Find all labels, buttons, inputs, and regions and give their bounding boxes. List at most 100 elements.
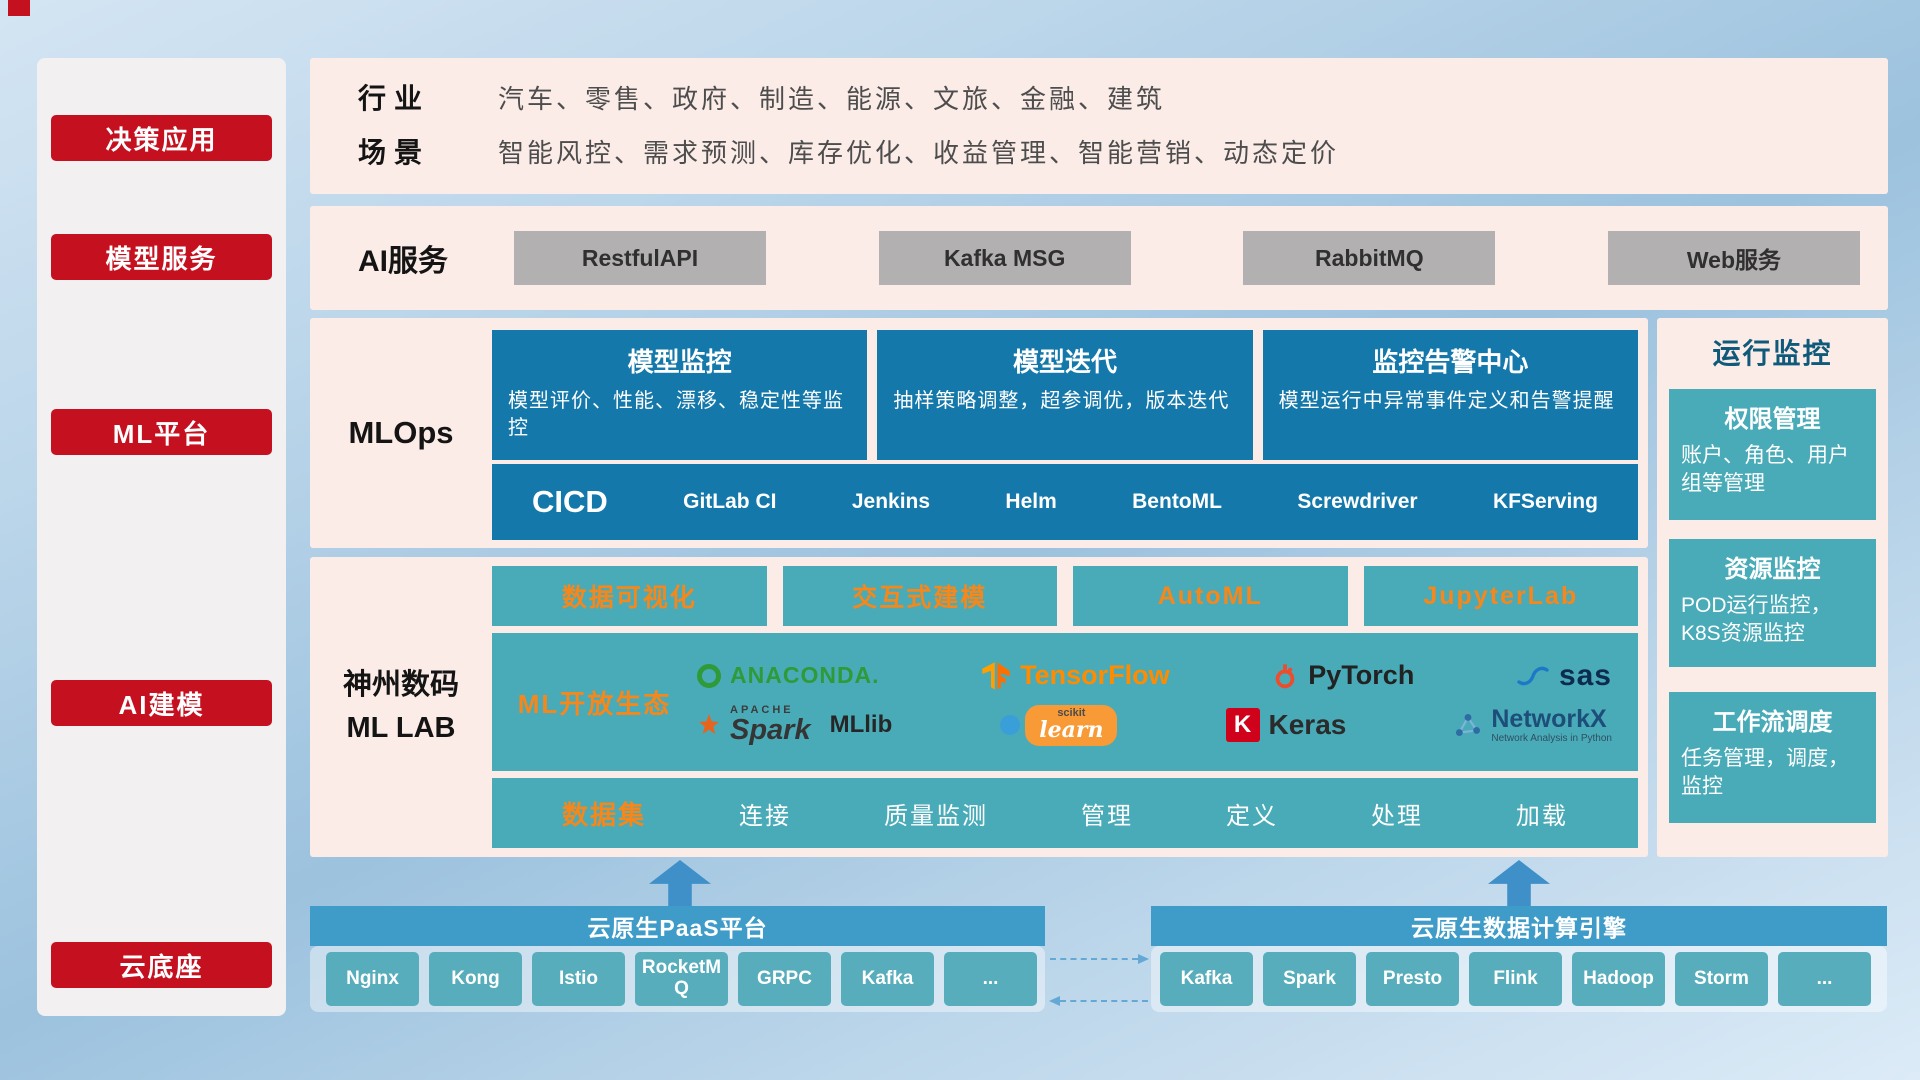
istio-chip: Istio bbox=[532, 952, 625, 1006]
ml-ecosystem-label: ML开放生态 bbox=[517, 688, 672, 719]
mlops-label: MLOps bbox=[348, 415, 454, 450]
engine-presto-chip: Presto bbox=[1366, 952, 1459, 1006]
networkx-icon bbox=[1456, 714, 1481, 736]
dataset-label: 数据集 bbox=[562, 799, 647, 830]
interactive-modeling-tab: 交互式建模 bbox=[782, 566, 1057, 626]
cicd-label: CICD bbox=[532, 484, 608, 519]
scikit-learn-logo: scikit learn bbox=[1000, 704, 1118, 746]
engine-storm-chip: Storm bbox=[1675, 952, 1768, 1006]
nginx-chip: Nginx bbox=[326, 952, 419, 1006]
tensorflow-logo: TensorFlow bbox=[981, 660, 1170, 691]
spark-wordmark: APACHE Spark bbox=[730, 705, 811, 745]
model-monitoring-desc: 模型评价、性能、漂移、稳定性等监控 bbox=[508, 390, 844, 439]
ecosystem-logos-row1: ANACONDA. TensorFlow bbox=[697, 659, 1612, 693]
sas-logo: sas bbox=[1516, 659, 1612, 693]
model-iteration-title: 模型迭代 bbox=[1012, 347, 1117, 377]
ml-lab-label-line2: ML LAB bbox=[346, 712, 456, 744]
networkx-subtitle: Network Analysis in Python bbox=[1491, 733, 1612, 745]
engine-more-chip: ... bbox=[1778, 952, 1871, 1006]
alert-center-title: 监控告警中心 bbox=[1372, 347, 1529, 377]
ai-service-buttons: RestfulAPI Kafka MSG RabbitMQ Web服务 bbox=[514, 231, 1860, 285]
networkx-name: NetworkX bbox=[1491, 704, 1607, 733]
ml-ecosystem-box: ML开放生态 ANACONDA. TensorFlow bbox=[492, 633, 1638, 771]
jenkins-item: Jenkins bbox=[851, 490, 931, 513]
ai-service-panel: AI服务 RestfulAPI Kafka MSG RabbitMQ Web服务 bbox=[310, 206, 1888, 310]
scikit-learn-icon bbox=[1000, 715, 1021, 735]
layer-cloud-base: 云底座 bbox=[51, 942, 272, 988]
industry-scene-panel: 行业 汽车、零售、政府、制造、能源、文旅、金融、建筑 场景 智能风控、需求预测、… bbox=[310, 58, 1888, 194]
spark-mllib-logo: APACHE Spark MLlib bbox=[697, 705, 892, 745]
anaconda-wordmark: ANACONDA. bbox=[730, 662, 880, 688]
engine-hadoop-chip: Hadoop bbox=[1572, 952, 1665, 1006]
industry-line: 行业 汽车、零售、政府、制造、能源、文旅、金融、建筑 bbox=[358, 70, 1888, 124]
dataset-quality-item: 质量监测 bbox=[883, 802, 988, 830]
spark-apache-label: APACHE bbox=[730, 704, 794, 716]
tensorflow-wordmark: TensorFlow bbox=[1020, 660, 1170, 690]
resource-monitoring-desc: POD运行监控，K8S资源监控 bbox=[1681, 594, 1832, 646]
data-visualization-tab: 数据可视化 bbox=[492, 566, 767, 626]
sas-wordmark: sas bbox=[1558, 658, 1612, 692]
dataset-define-item: 定义 bbox=[1225, 802, 1278, 830]
dashed-arrow-right bbox=[1050, 954, 1149, 964]
anaconda-logo: ANACONDA. bbox=[697, 662, 880, 689]
industry-label: 行业 bbox=[358, 83, 431, 114]
bentoml-item: BentoML bbox=[1132, 490, 1222, 513]
runtime-monitoring-title: 运行监控 bbox=[1712, 338, 1833, 369]
anaconda-icon bbox=[697, 663, 721, 688]
helm-item: Helm bbox=[1005, 490, 1057, 513]
cicd-bar: CICD GitLab CI Jenkins Helm BentoML Scre… bbox=[492, 464, 1638, 540]
pytorch-wordmark: PyTorch bbox=[1308, 660, 1415, 690]
paas-components: Nginx Kong Istio RocketMQ GRPC Kafka ... bbox=[326, 952, 1037, 1006]
paas-platform-header: 云原生PaaS平台 bbox=[310, 906, 1045, 946]
paas-more-chip: ... bbox=[944, 952, 1037, 1006]
workflow-scheduling-title: 工作流调度 bbox=[1712, 709, 1833, 736]
screwdriver-item: Screwdriver bbox=[1297, 490, 1418, 513]
layer-model-service: 模型服务 bbox=[51, 234, 272, 280]
dataset-manage-item: 管理 bbox=[1080, 802, 1133, 830]
dataset-connect-item: 连接 bbox=[739, 802, 791, 830]
keras-icon: K bbox=[1225, 708, 1260, 742]
ml-lab-tabs: 数据可视化 交互式建模 AutoML JupyterLab bbox=[492, 566, 1638, 626]
model-monitoring-card: 模型监控 模型评价、性能、漂移、稳定性等监控 bbox=[492, 330, 868, 460]
data-engine-header: 云原生数据计算引擎 bbox=[1151, 906, 1887, 946]
kafka-chip: Kafka bbox=[841, 952, 934, 1006]
ml-ecosystem-logos: ANACONDA. TensorFlow bbox=[697, 659, 1638, 746]
engine-kafka-chip: Kafka bbox=[1160, 952, 1253, 1006]
kfserving-item: KFServing bbox=[1492, 490, 1598, 513]
keras-wordmark: Keras bbox=[1268, 709, 1347, 740]
scene-line: 场景 智能风控、需求预测、库存优化、收益管理、智能营销、动态定价 bbox=[358, 124, 1888, 178]
alert-center-card: 监控告警中心 模型运行中异常事件定义和告警提醒 bbox=[1262, 330, 1638, 460]
resource-monitoring-card: 资源监控 POD运行监控，K8S资源监控 bbox=[1669, 539, 1876, 667]
gitlab-ci-item: GitLab CI bbox=[683, 490, 777, 513]
rabbitmq-chip: RabbitMQ bbox=[1243, 231, 1496, 285]
workflow-scheduling-card: 工作流调度 任务管理，调度，监控 bbox=[1669, 692, 1876, 823]
scene-value: 智能风控、需求预测、库存优化、收益管理、智能营销、动态定价 bbox=[498, 137, 1340, 168]
ai-service-label: AI服务 bbox=[358, 245, 448, 278]
dashed-arrow-left bbox=[1049, 996, 1148, 1006]
engine-flink-chip: Flink bbox=[1469, 952, 1562, 1006]
layer-decision-apps: 决策应用 bbox=[51, 115, 272, 161]
automl-tab: AutoML bbox=[1073, 566, 1348, 626]
permission-mgmt-card: 权限管理 账户、角色、用户组等管理 bbox=[1669, 389, 1876, 520]
keras-logo: K Keras bbox=[1225, 708, 1347, 742]
dataset-process-item: 处理 bbox=[1370, 802, 1423, 830]
ecosystem-logos-row2: APACHE Spark MLlib scikit learn K bbox=[697, 704, 1612, 746]
model-iteration-card: 模型迭代 抽样策略调整，超参调优，版本迭代 bbox=[877, 330, 1253, 460]
ml-lab-label-line1: 神州数码 bbox=[342, 668, 459, 701]
mlops-cards: 模型监控 模型评价、性能、漂移、稳定性等监控 模型迭代 抽样策略调整，超参调优，… bbox=[492, 330, 1638, 460]
workflow-scheduling-desc: 任务管理，调度，监控 bbox=[1681, 747, 1849, 799]
rocketmq-chip: RocketMQ bbox=[635, 952, 728, 1006]
model-iteration-desc: 抽样策略调整，超参调优，版本迭代 bbox=[893, 390, 1230, 412]
permission-mgmt-desc: 账户、角色、用户组等管理 bbox=[1681, 444, 1849, 496]
corner-brand-mark bbox=[8, 0, 30, 16]
networkx-logo: NetworkX Network Analysis in Python bbox=[1454, 704, 1612, 745]
permission-mgmt-title: 权限管理 bbox=[1724, 406, 1821, 433]
pytorch-icon bbox=[1275, 663, 1295, 688]
spark-icon bbox=[699, 714, 719, 734]
scikit-label: scikit bbox=[1057, 706, 1086, 719]
ml-lab-panel: 神州数码 ML LAB 数据可视化 交互式建模 AutoML JupyterLa… bbox=[310, 557, 1648, 857]
kafka-msg-chip: Kafka MSG bbox=[878, 231, 1131, 285]
mllib-label: MLlib bbox=[829, 711, 893, 738]
model-monitoring-title: 模型监控 bbox=[627, 347, 732, 377]
dataset-bar: 数据集 连接 质量监测 管理 定义 处理 加载 bbox=[492, 778, 1638, 848]
